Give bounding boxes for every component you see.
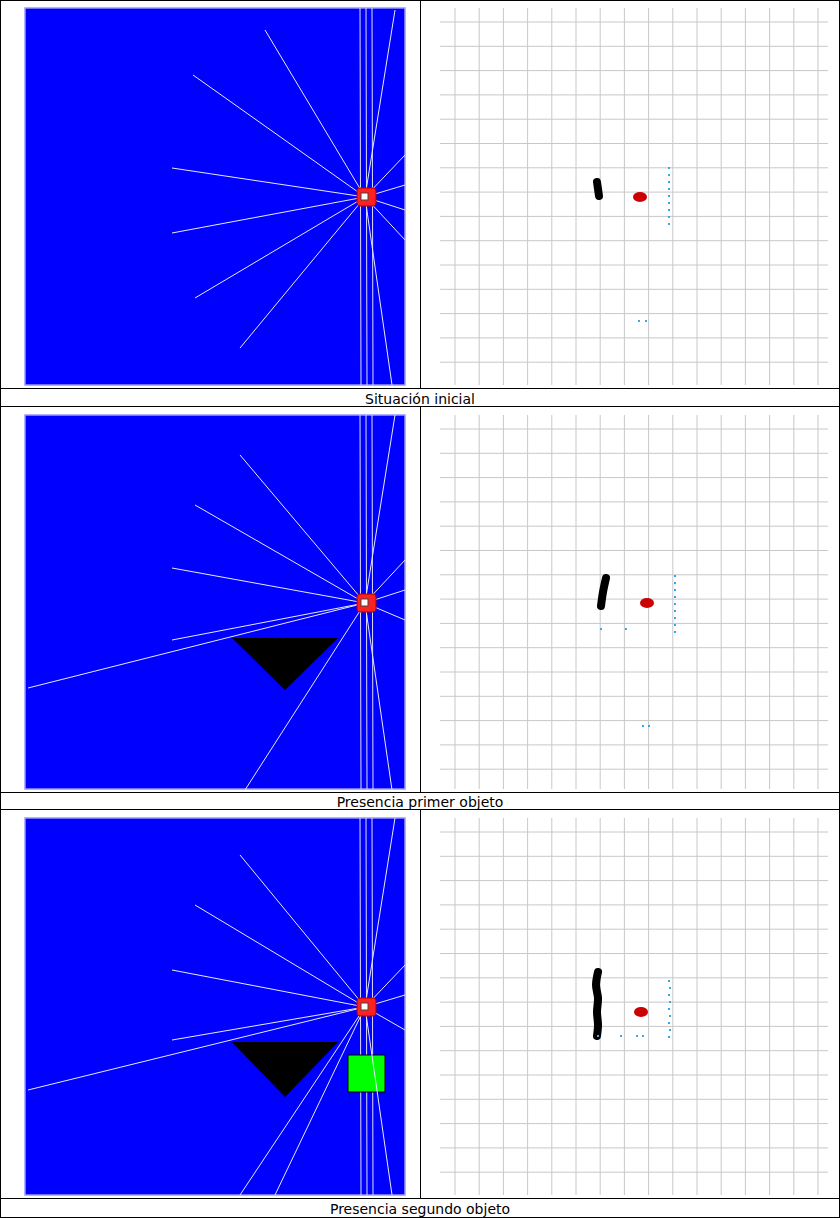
sensor-ray bbox=[172, 568, 365, 603]
sensor-ray bbox=[195, 505, 365, 603]
sensor-point bbox=[600, 628, 602, 630]
sensor-ray bbox=[172, 197, 365, 233]
sensor-ray bbox=[365, 415, 395, 603]
sensor-ray bbox=[195, 905, 365, 1007]
sensor-point bbox=[668, 223, 670, 225]
detected-obstacle bbox=[596, 972, 598, 1036]
robot bbox=[357, 594, 376, 612]
caption: Situación inicial bbox=[0, 390, 840, 408]
occupancy-grid bbox=[440, 8, 828, 385]
detected-obstacle bbox=[597, 182, 599, 196]
sensor-point bbox=[668, 195, 670, 197]
sensor-point bbox=[674, 575, 676, 577]
sensor-ray bbox=[172, 168, 365, 197]
sensor-ray bbox=[240, 1007, 365, 1195]
sensor-point bbox=[668, 188, 670, 190]
sensor-point bbox=[625, 628, 627, 630]
obstacle-square bbox=[348, 1055, 385, 1092]
sensor-ray bbox=[172, 1007, 365, 1040]
caption: Presencia primer objeto bbox=[0, 793, 840, 811]
sensor-point bbox=[674, 624, 676, 626]
obstacle-triangle bbox=[232, 1042, 338, 1097]
sensor-point bbox=[674, 631, 676, 633]
robot-position bbox=[640, 598, 654, 608]
sensor-ray bbox=[365, 1007, 392, 1195]
sensor-point bbox=[674, 610, 676, 612]
sensor-point bbox=[674, 617, 676, 619]
robot bbox=[357, 188, 376, 206]
sensor-point bbox=[668, 994, 670, 996]
sensor-point bbox=[674, 603, 676, 605]
sensor-ray bbox=[195, 197, 365, 298]
sensor-ray bbox=[172, 603, 365, 640]
sensor-point bbox=[668, 174, 670, 176]
sensor-ray bbox=[365, 603, 392, 790]
sensor-point bbox=[668, 202, 670, 204]
sensor-point bbox=[668, 1022, 670, 1024]
sensor-ray bbox=[365, 818, 395, 1007]
sensor-point bbox=[597, 1035, 599, 1037]
sensor-point bbox=[674, 582, 676, 584]
sensor-point bbox=[638, 320, 640, 322]
sensor-point bbox=[669, 1029, 671, 1031]
sensor-point bbox=[669, 987, 671, 989]
sensor-point bbox=[668, 181, 670, 183]
sensor-ray bbox=[28, 603, 365, 688]
simulation-view bbox=[25, 8, 405, 385]
sensor-ray bbox=[240, 197, 365, 348]
sensor-ray bbox=[265, 30, 365, 197]
simulation-view bbox=[25, 415, 405, 790]
sensor-point bbox=[669, 1015, 671, 1017]
sensor-point bbox=[642, 725, 644, 727]
robot-position bbox=[633, 192, 647, 202]
sensor-point bbox=[636, 1035, 638, 1037]
simulation-view bbox=[25, 818, 405, 1195]
sensor-ray bbox=[28, 1007, 365, 1090]
sensor-point bbox=[642, 1035, 644, 1037]
sensor-point bbox=[674, 596, 676, 598]
caption: Presencia segundo objeto bbox=[0, 1200, 840, 1218]
obstacle-triangle bbox=[232, 638, 338, 690]
sensor-point bbox=[668, 167, 670, 169]
sensor-point bbox=[620, 1035, 622, 1037]
sensor-ray bbox=[193, 75, 365, 197]
sensor-ray bbox=[365, 197, 392, 385]
sensor-point bbox=[668, 216, 670, 218]
sensor-ray bbox=[275, 1007, 365, 1195]
sensor-point bbox=[668, 1008, 670, 1010]
sensor-point bbox=[668, 209, 670, 211]
sensor-ray bbox=[245, 603, 365, 790]
sensor-point bbox=[669, 1001, 671, 1003]
sensor-ray bbox=[365, 10, 395, 197]
sensor-point bbox=[648, 725, 650, 727]
occupancy-grid bbox=[440, 818, 828, 1195]
sensor-point bbox=[645, 320, 647, 322]
robot bbox=[357, 998, 376, 1016]
sensor-point bbox=[668, 980, 670, 982]
sensor-point bbox=[674, 589, 676, 591]
occupancy-grid bbox=[440, 415, 828, 789]
robot-position bbox=[634, 1007, 648, 1017]
sensor-point bbox=[668, 1036, 670, 1038]
sensor-ray bbox=[240, 855, 365, 1007]
sensor-ray bbox=[172, 970, 365, 1007]
sensor-ray bbox=[240, 455, 365, 603]
detected-obstacle bbox=[601, 578, 606, 606]
